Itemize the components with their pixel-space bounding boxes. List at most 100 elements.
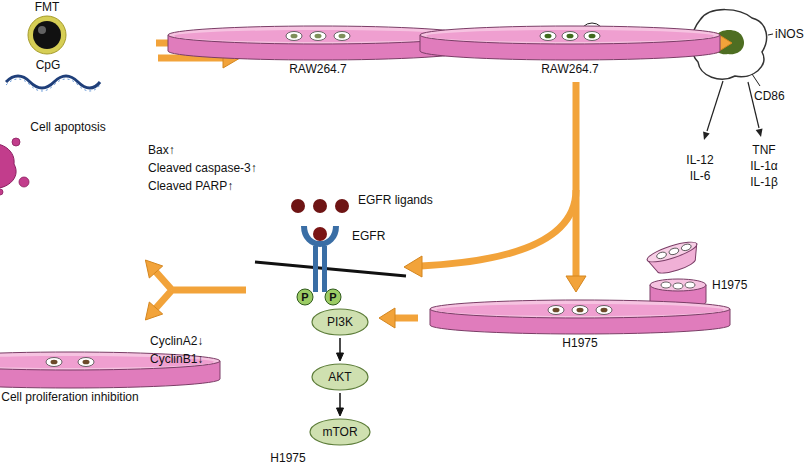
arrow-shaft: [339, 393, 341, 410]
secretion-arrow-head: [703, 131, 710, 140]
cell: [656, 251, 667, 260]
cpg-strand: [6, 76, 100, 91]
cell-body: [572, 306, 588, 315]
arrow-head: [337, 353, 344, 361]
cpg-strand-line: [6, 76, 100, 88]
secretion-arrow: [748, 82, 759, 128]
node-label: mTOR: [322, 425, 357, 439]
ligand: [335, 199, 349, 213]
dish-medium: [426, 30, 714, 42]
leader-line: [768, 34, 773, 35]
culture-dish: H1975: [428, 298, 732, 350]
arrow-head: [145, 260, 162, 278]
oval-outline: [312, 364, 368, 390]
culture-dish-shape: [428, 298, 732, 336]
node-label: FMT: [0, 0, 199, 14]
cell-nucleus: [339, 34, 346, 39]
oval-outline: [310, 419, 370, 445]
phospho-site: [297, 289, 313, 305]
dish-medium: [436, 304, 724, 316]
cell-nucleus: [589, 34, 596, 39]
node-label: RAW264.7: [166, 62, 470, 76]
outcome-fork: [145, 260, 246, 320]
cell-body: [596, 306, 612, 315]
flow-arrow: [566, 82, 586, 292]
flow-arrow: [379, 308, 418, 328]
arrow-head: [337, 408, 344, 416]
cell-nucleus: [567, 34, 574, 39]
cytokine-label: IL-1α: [750, 159, 778, 173]
dish-top: [650, 279, 706, 291]
protein-label: CyclinA2↓: [150, 334, 203, 348]
receptor-label: EGFR: [352, 229, 385, 243]
arrow-shaft: [156, 272, 246, 308]
cell-nucleus: [51, 360, 58, 365]
protein-label: CyclinB1↓: [150, 352, 203, 366]
ligand: [291, 199, 305, 213]
ligand-label: EGFR ligands: [358, 193, 433, 207]
secretion-arrow-head: [756, 128, 763, 137]
cell-nucleus: [553, 308, 560, 313]
cell-nucleus: [83, 360, 90, 365]
arrow-head: [566, 276, 586, 292]
ligand: [313, 199, 327, 213]
pathway-oval: mTOR: [309, 418, 371, 446]
cell-nucleus: [291, 34, 298, 39]
insert-top: [645, 238, 698, 265]
phospho-label: P: [301, 290, 308, 304]
cell-body: [334, 32, 350, 41]
node-label: Cell proliferation inhibition: [0, 390, 222, 404]
cell: [661, 282, 671, 288]
cell-nucleus: [315, 34, 322, 39]
phospho-site: [325, 289, 341, 305]
cell: [584, 32, 600, 41]
cytokine-label: IL-1β: [750, 175, 778, 189]
protein-label: Cleaved caspase-3↑: [148, 161, 257, 175]
dish-medium: [174, 30, 462, 42]
cell: [668, 247, 679, 256]
cell: [673, 283, 683, 289]
cell-body: [310, 32, 326, 41]
cpg-strand-ticks: [6, 79, 100, 91]
particle-core: [33, 21, 61, 49]
cell-line-label: H1975: [270, 451, 305, 465]
cell-body: [46, 358, 62, 367]
dish-top: [430, 300, 730, 318]
dish-top: [420, 26, 720, 44]
cell: [540, 32, 556, 41]
phospho-label: P: [329, 290, 336, 304]
apoptotic-body: [12, 138, 20, 146]
cell: [596, 306, 612, 315]
cell-membrane: [255, 262, 406, 276]
arrow-shaft: [339, 338, 341, 355]
cell-body: [540, 32, 556, 41]
apoptotic-body: [19, 177, 29, 187]
cell: [681, 243, 692, 252]
transwell: [645, 238, 706, 308]
signal-arrow: [337, 338, 344, 361]
culture-dish: RAW264.7: [418, 24, 722, 76]
cell: [334, 32, 350, 41]
arrow-shaft: [421, 190, 576, 266]
node-label: Cell apoptosis: [0, 120, 220, 134]
cell: [548, 306, 564, 315]
cell-nucleus: [601, 308, 608, 313]
marker-label: iNOS: [775, 27, 804, 41]
culture-dish-shape: [418, 24, 722, 62]
node-label: RAW264.7: [418, 62, 722, 76]
receptor-cup: [304, 226, 336, 244]
cell: [685, 282, 695, 288]
cytokine-label: IL-6: [690, 169, 711, 183]
cell-body: [562, 32, 578, 41]
bound-ligand: [313, 227, 327, 241]
cytokine-label: IL-12: [686, 153, 713, 167]
node-label: AKT: [328, 370, 351, 384]
dish-top: [0, 352, 220, 370]
receptor-chain: [322, 246, 327, 292]
apoptotic-body: [0, 189, 3, 195]
cytokine-label: TNF: [752, 143, 775, 157]
cell-body: [286, 32, 302, 41]
receptor-chain: [313, 246, 318, 292]
egfr-receptor: [255, 199, 406, 305]
